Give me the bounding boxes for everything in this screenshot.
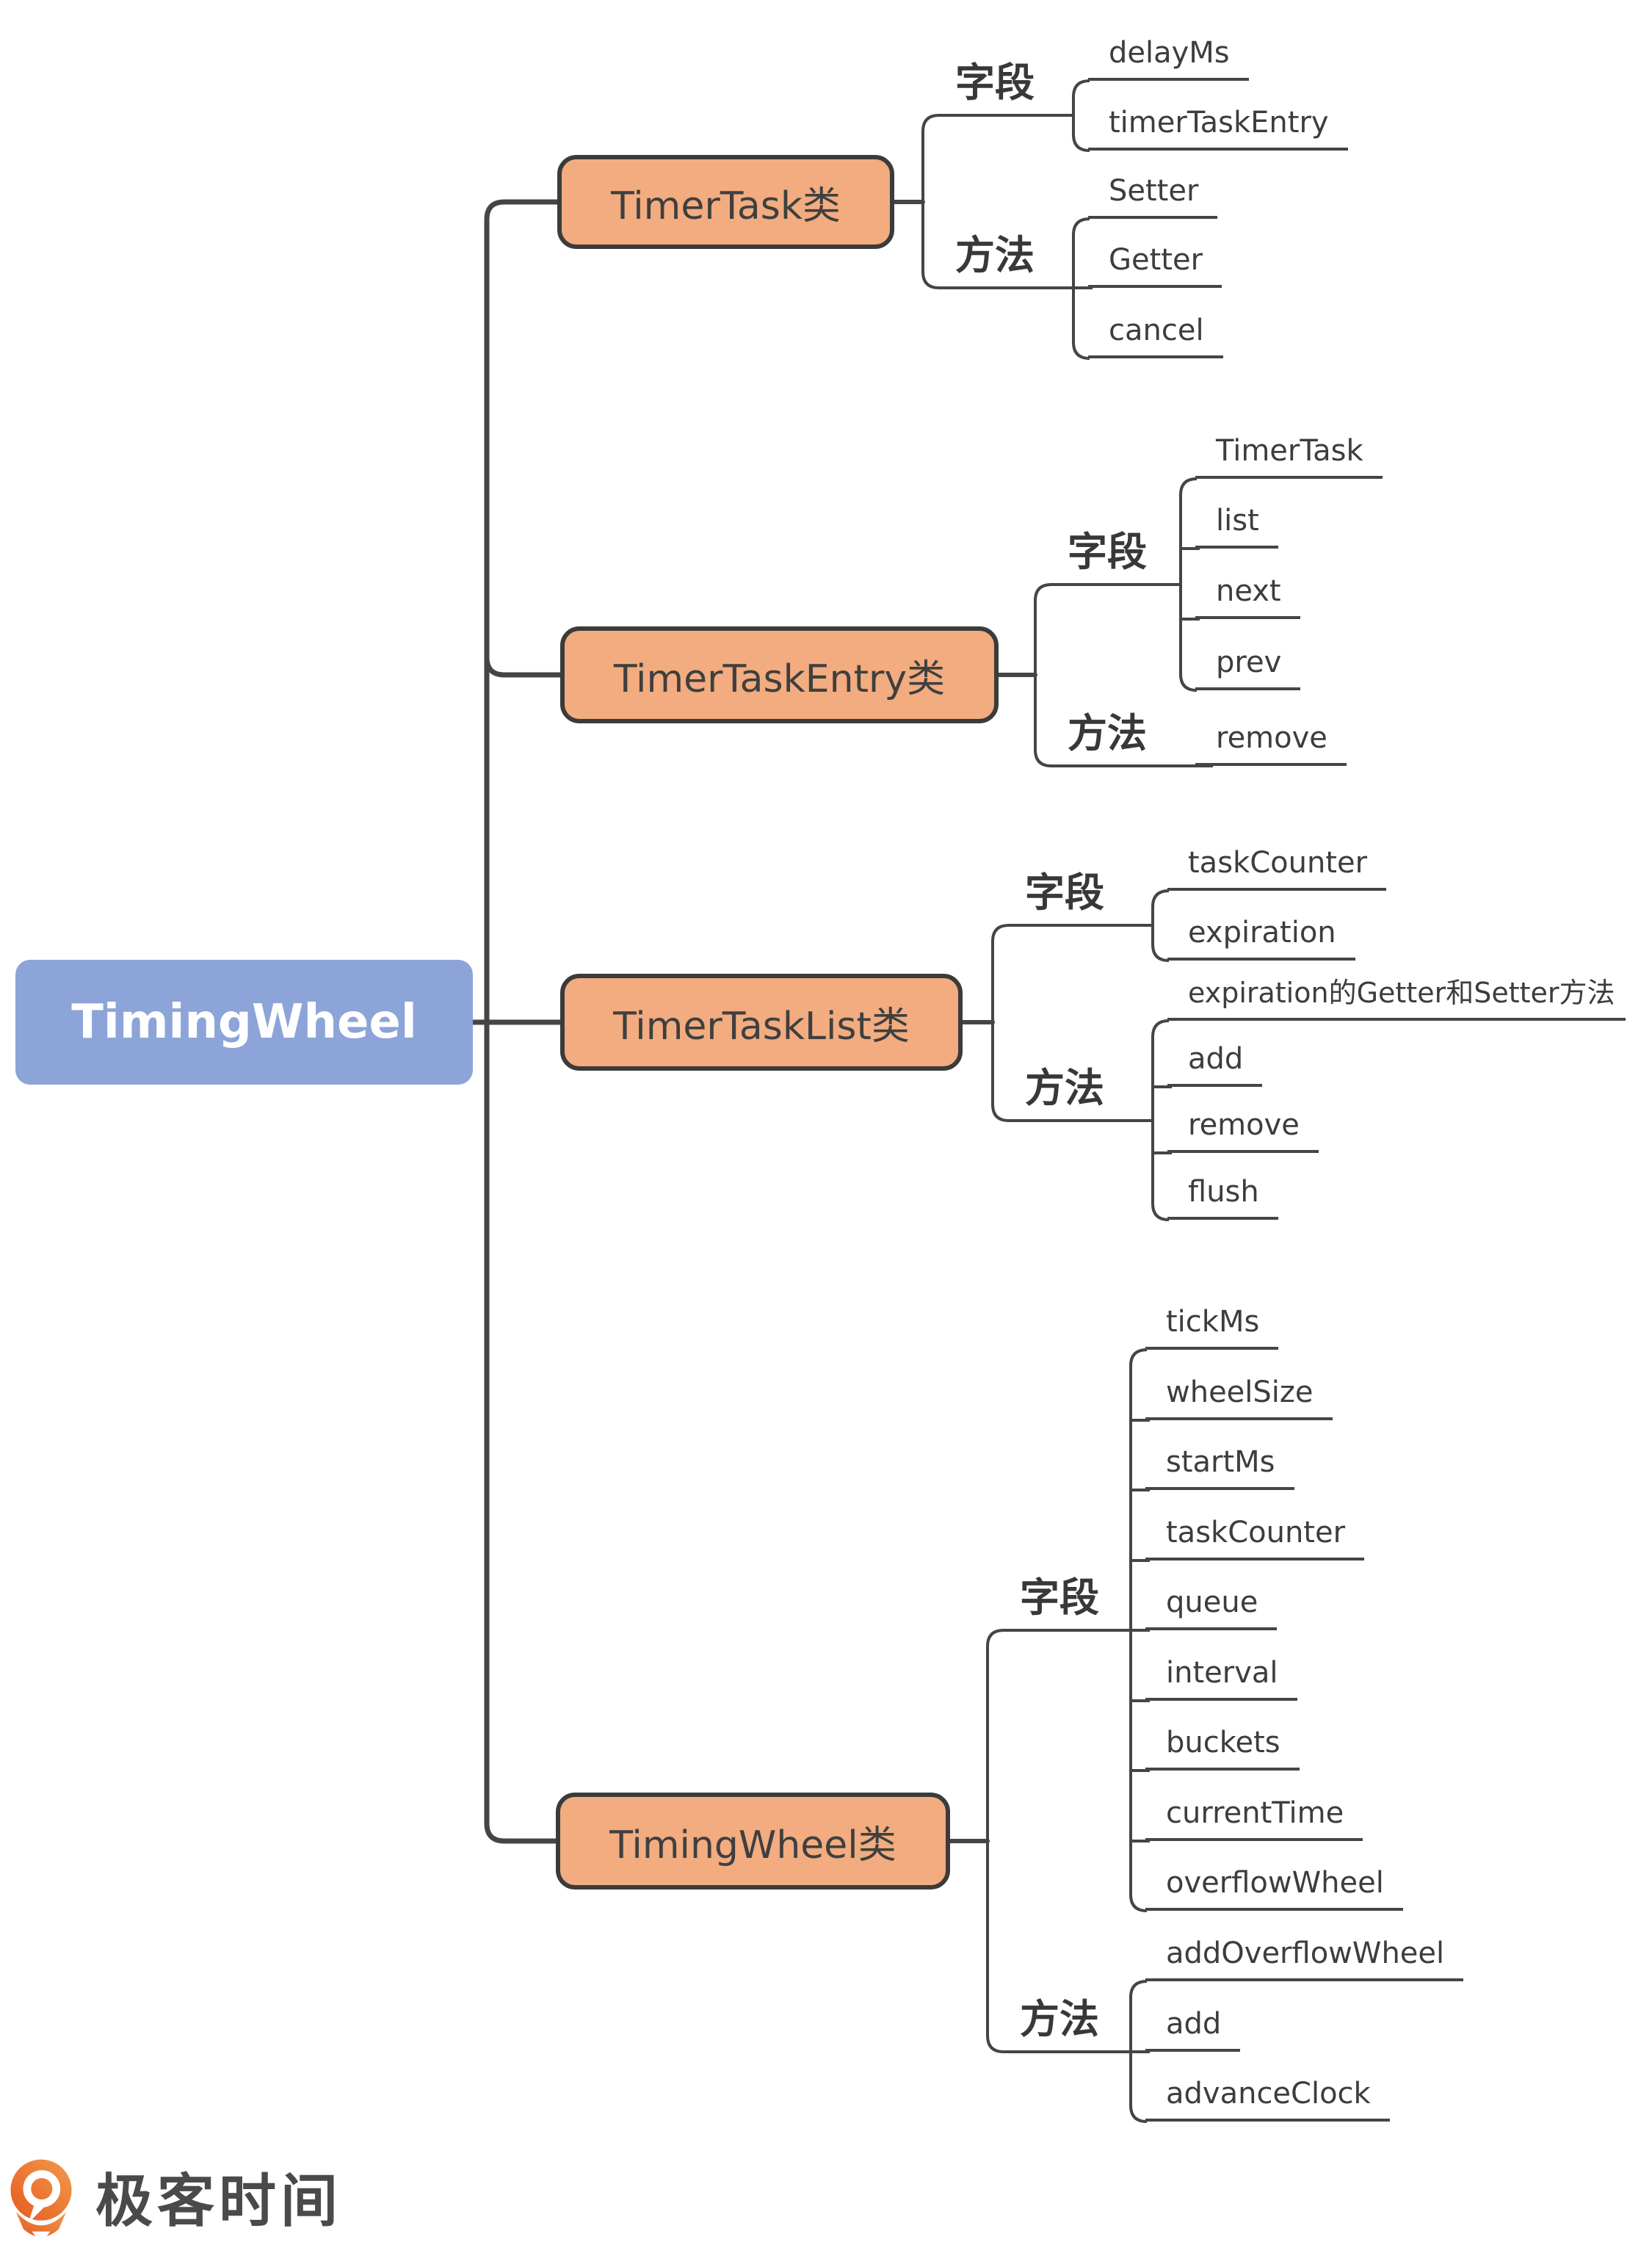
group-label-methods[interactable]: 方法 [1020, 1996, 1099, 2042]
topic-currenttime[interactable]: currentTime [1145, 1794, 1363, 1841]
root-node-timingwheel[interactable]: TimingWheel [15, 960, 473, 1085]
topic-list[interactable]: list [1195, 502, 1278, 549]
topic-queue[interactable]: queue [1145, 1583, 1278, 1630]
topic-next[interactable]: next [1195, 572, 1300, 619]
topic-add[interactable]: add [1145, 2005, 1241, 2052]
topic-overflowwheel[interactable]: overflowWheel [1145, 1864, 1403, 1911]
group-label-methods[interactable]: 方法 [1068, 710, 1147, 756]
branch-node-timertasklist[interactable]: TimerTaskList类 [560, 974, 963, 1071]
topic-setter[interactable]: Setter [1088, 172, 1218, 219]
topic-startms[interactable]: startMs [1145, 1443, 1294, 1490]
branch-node-timertask[interactable]: TimerTask类 [557, 155, 894, 249]
topic-delayms[interactable]: delayMs [1088, 34, 1249, 81]
topic-advanceclock[interactable]: advanceClock [1145, 2075, 1390, 2122]
geektime-logo-text: 极客时间 [95, 2169, 343, 2235]
group-label-methods[interactable]: 方法 [955, 232, 1035, 278]
topic-buckets[interactable]: buckets [1145, 1724, 1300, 1771]
topic-remove[interactable]: remove [1167, 1106, 1319, 1153]
group-label-fields[interactable]: 字段 [1025, 869, 1104, 916]
topic-timertaskentry[interactable]: timerTaskEntry [1088, 104, 1348, 151]
topic-taskcounter[interactable]: taskCounter [1167, 844, 1387, 891]
topic-addoverflowwheel[interactable]: addOverflowWheel [1145, 1934, 1464, 1981]
topic-taskcounter[interactable]: taskCounter [1145, 1514, 1365, 1561]
topic-prev[interactable]: prev [1195, 643, 1301, 690]
topic-cancel[interactable]: cancel [1088, 311, 1223, 358]
topic-remove[interactable]: remove [1195, 719, 1347, 766]
topic-expiration[interactable]: expiration [1167, 914, 1355, 961]
group-label-fields[interactable]: 字段 [955, 59, 1035, 106]
topic-getter[interactable]: Getter [1088, 241, 1222, 288]
topic-timertask[interactable]: TimerTask [1195, 432, 1383, 479]
geektime-logo: 极客时间 [7, 2158, 342, 2246]
topic-interval[interactable]: interval [1145, 1654, 1297, 1701]
topic-expiration-getter-setter[interactable]: expiration的Getter和Setter方法 [1167, 974, 1626, 1021]
group-label-fields[interactable]: 字段 [1020, 1574, 1099, 1621]
topic-tickms[interactable]: tickMs [1145, 1303, 1279, 1350]
geektime-pin-icon [10, 2159, 72, 2244]
topic-add[interactable]: add [1167, 1040, 1263, 1087]
group-label-methods[interactable]: 方法 [1025, 1065, 1104, 1111]
topic-wheelsize[interactable]: wheelSize [1145, 1373, 1333, 1420]
branch-node-timertaskentry[interactable]: TimerTaskEntry类 [560, 626, 999, 723]
branch-node-timingwheel-class[interactable]: TimingWheel类 [556, 1793, 950, 1889]
topic-flush[interactable]: flush [1167, 1173, 1278, 1220]
group-label-fields[interactable]: 字段 [1068, 529, 1147, 575]
